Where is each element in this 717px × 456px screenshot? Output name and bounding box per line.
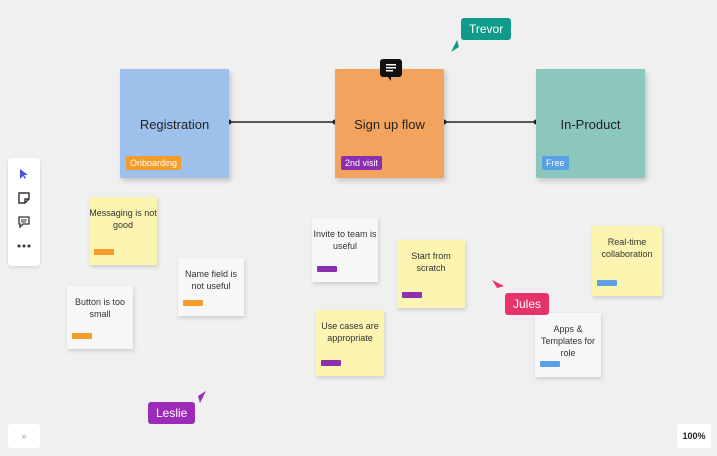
note-text: Apps & Templates for role <box>540 324 596 358</box>
note-realtime[interactable]: Real-time collaboration <box>592 226 662 296</box>
cursor-pointer-icon <box>451 40 459 52</box>
sticky-title: In-Product <box>560 117 621 132</box>
expand-panel-button[interactable]: » <box>8 424 40 448</box>
sticky-in-product[interactable]: In-Product Free <box>536 69 645 178</box>
tag-2nd-visit: 2nd visit <box>341 156 383 170</box>
sticky-title: Sign up flow <box>354 117 425 132</box>
sticky-signup-flow[interactable]: Sign up flow 2nd visit <box>335 69 444 178</box>
sticky-registration[interactable]: Registration Onboarding <box>120 69 229 178</box>
cursor-name-label: Trevor <box>461 18 512 40</box>
note-start-scratch[interactable]: Start from scratch <box>397 240 465 308</box>
note-tag-strip <box>540 361 560 367</box>
more-tool[interactable] <box>16 238 32 254</box>
note-button-small[interactable]: Button is too small <box>67 286 133 349</box>
note-text: Name field is not useful <box>184 269 238 291</box>
note-apps-templates[interactable]: Apps & Templates for role <box>535 313 601 377</box>
more-icon <box>17 244 31 248</box>
note-tag-strip <box>597 280 617 286</box>
note-tag-strip <box>94 249 114 255</box>
comment-tool-icon <box>18 216 30 228</box>
cursor-name-label: Jules <box>505 293 550 315</box>
note-text: Start from scratch <box>411 251 451 273</box>
note-tag-strip <box>317 266 337 272</box>
comment-tool[interactable] <box>16 214 32 230</box>
note-name-field[interactable]: Name field is not useful <box>178 258 244 316</box>
tag-free: Free <box>542 156 569 170</box>
pointer-icon <box>20 169 28 179</box>
note-invite-team[interactable]: Invite to team is useful <box>312 218 378 282</box>
left-toolbar <box>8 158 40 266</box>
note-tag-strip <box>72 333 92 339</box>
note-text: Real-time collaboration <box>601 237 653 259</box>
note-messaging[interactable]: Messaging is not good <box>89 197 157 265</box>
sticky-note-tool[interactable] <box>16 190 32 206</box>
note-text: Use cases are appropriate <box>321 321 379 343</box>
note-text: Messaging is not good <box>89 208 157 230</box>
cursor-pointer-icon <box>198 391 206 403</box>
tag-onboarding: Onboarding <box>126 156 182 170</box>
note-tag-strip <box>183 300 203 306</box>
note-text: Invite to team is useful <box>313 229 377 251</box>
pointer-tool[interactable] <box>16 166 32 182</box>
note-text: Button is too small <box>74 297 126 319</box>
cursor-name-label: Leslie <box>148 402 196 424</box>
note-tag-strip <box>321 360 341 366</box>
note-use-cases[interactable]: Use cases are appropriate <box>316 310 384 376</box>
zoom-level[interactable]: 100% <box>677 424 711 448</box>
comment-icon[interactable] <box>380 59 402 81</box>
note-tag-strip <box>402 292 422 298</box>
cursor-pointer-icon <box>492 280 504 288</box>
sticky-title: Registration <box>139 117 210 132</box>
sticky-note-icon <box>18 192 30 204</box>
